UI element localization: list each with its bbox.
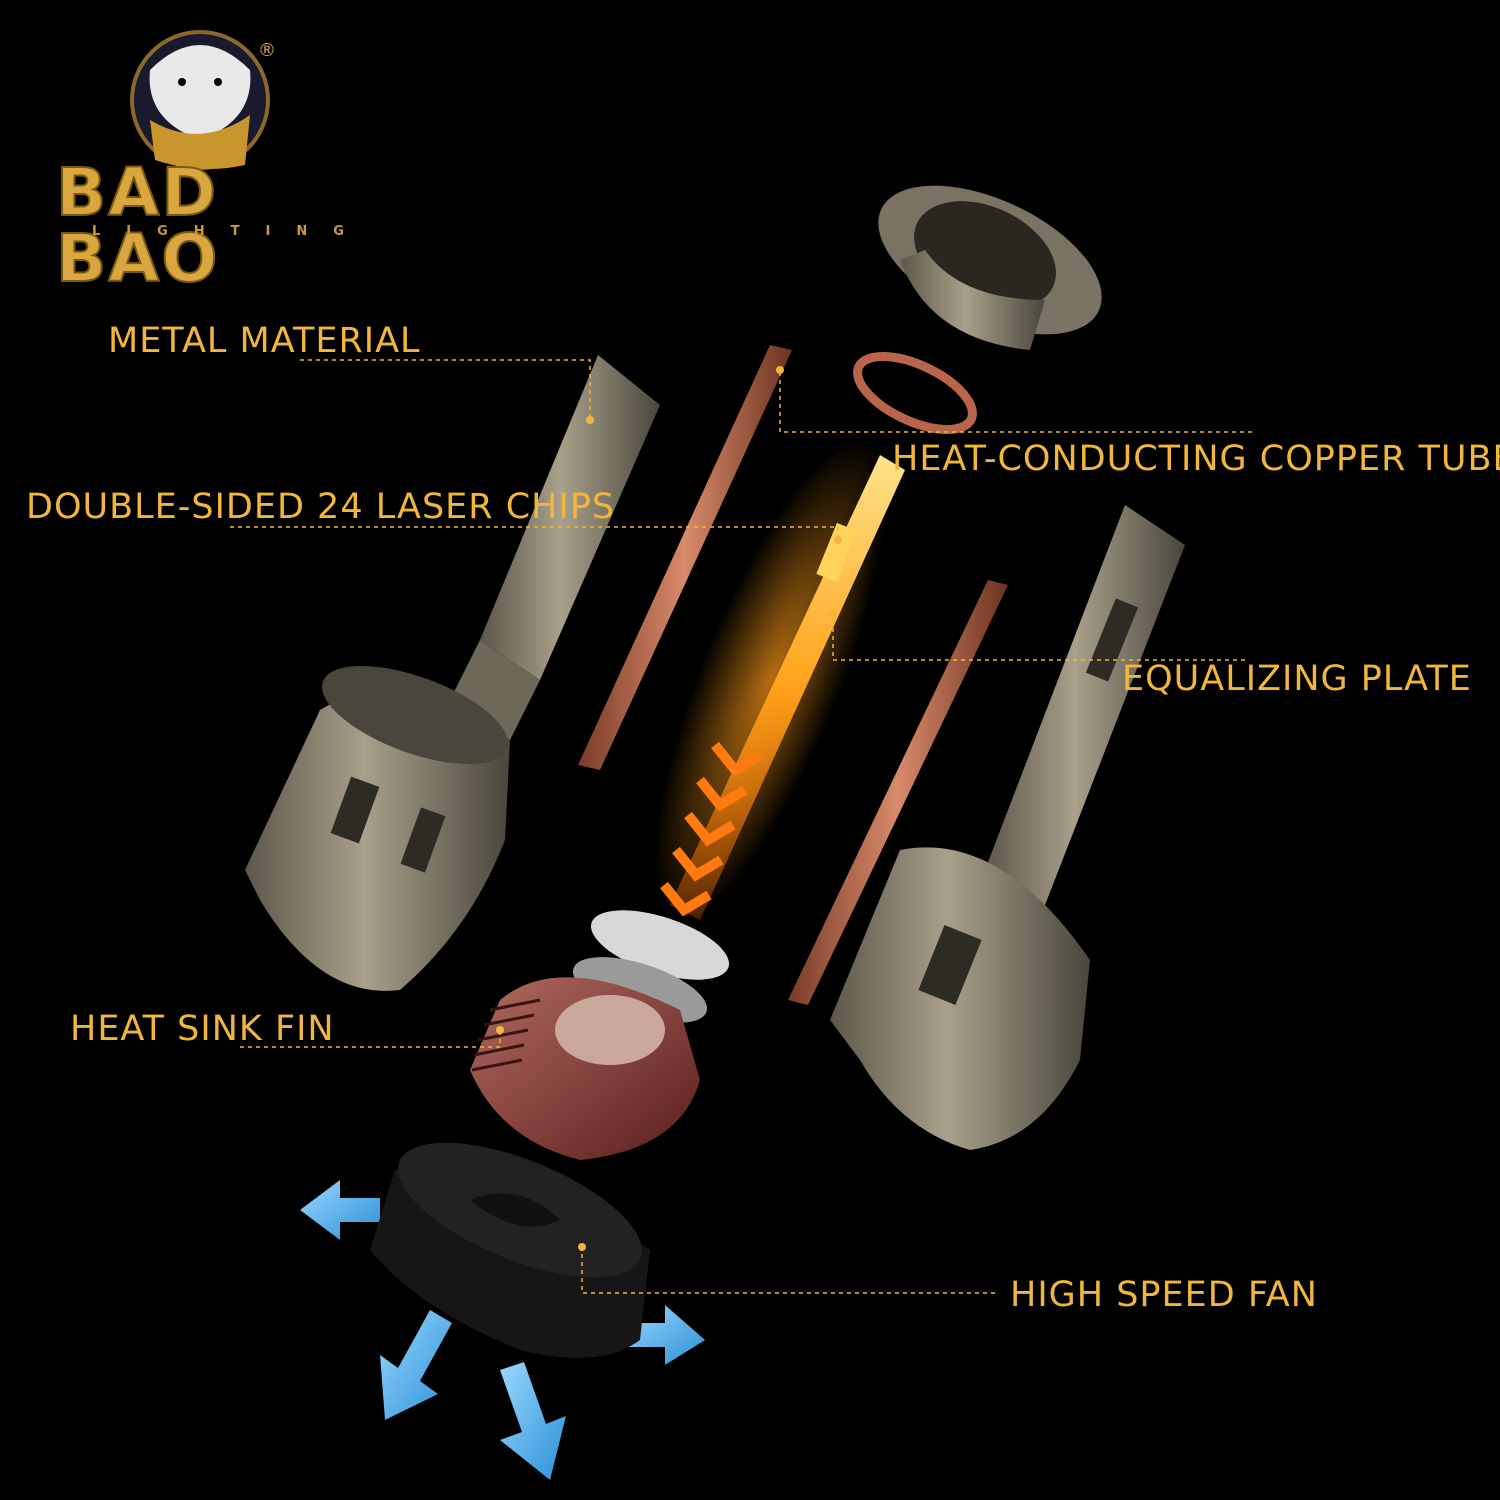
- leader-equalizing-plate: [832, 615, 1245, 661]
- leader-high-speed-fan: [581, 1247, 995, 1294]
- label-copper-tube: HEAT-CONDUCTING COPPER TUBE: [892, 439, 1500, 479]
- mounting-discs: [572, 910, 730, 1023]
- brand-tagline: LIGHTING: [92, 224, 370, 239]
- label-equalizing-plate: EQUALIZING PLATE: [1122, 659, 1472, 699]
- registered-mark: ®: [258, 40, 276, 61]
- leader-lines: [230, 359, 1252, 1294]
- leopard-head-icon: [149, 45, 251, 140]
- heat-sink: [470, 977, 700, 1160]
- airflow-arrow-icons: [300, 1180, 705, 1480]
- scarf-icon: [150, 115, 250, 169]
- left-metal-housing: [245, 355, 660, 991]
- label-heat-sink-fin: HEAT SINK FIN: [70, 1009, 335, 1049]
- label-metal-material: METAL MATERIAL: [108, 321, 421, 361]
- leader-dots: [496, 366, 842, 1251]
- top-cap: [853, 185, 1102, 434]
- leader-copper-tube: [779, 370, 1252, 433]
- high-speed-fan: [300, 1142, 705, 1480]
- copper-tube-right: [788, 580, 1008, 1005]
- chevron-glow-icons: [660, 741, 763, 917]
- o-ring: [853, 352, 977, 434]
- right-metal-housing: [830, 505, 1185, 1150]
- leader-laser-chips: [230, 526, 839, 540]
- brand-logo: [130, 30, 270, 170]
- laser-chip-cluster: [816, 522, 858, 583]
- brand-wordmark: BAD BAO: [55, 154, 220, 297]
- leader-heat-sink-fin: [240, 1030, 501, 1048]
- label-high-speed-fan: HIGH SPEED FAN: [1010, 1275, 1318, 1315]
- laser-chip-plate: [652, 437, 905, 923]
- copper-tubes: [578, 345, 1008, 1005]
- leader-metal-material: [300, 359, 591, 420]
- fan-blade-icon: [470, 1193, 560, 1227]
- copper-tube-left: [578, 345, 792, 770]
- label-laser-chips: DOUBLE-SIDED 24 LASER CHIPS: [26, 487, 616, 527]
